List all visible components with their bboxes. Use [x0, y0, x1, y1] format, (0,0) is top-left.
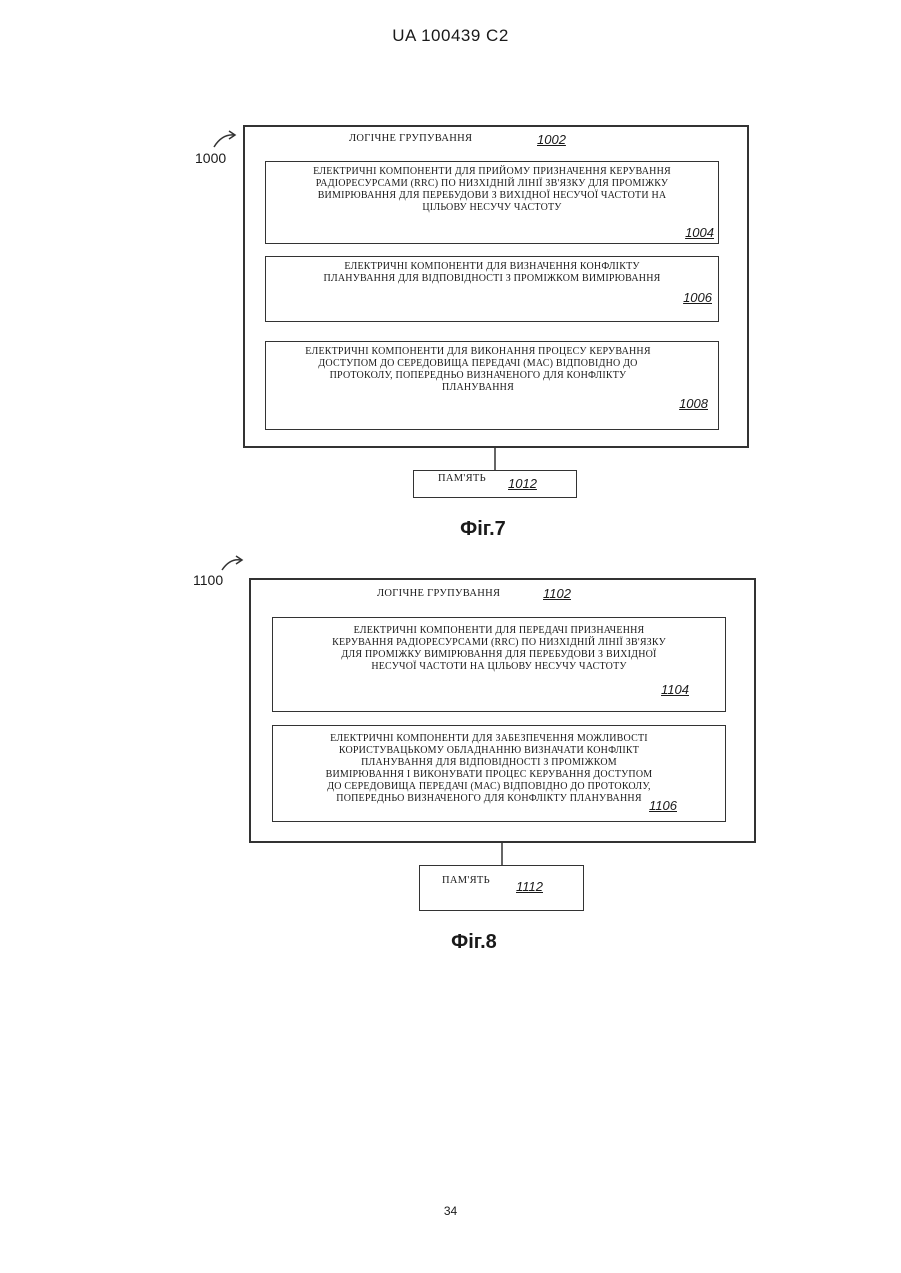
fig7-box-1006-text: ЕЛЕКТРИЧНІ КОМПОНЕНТИ ДЛЯ ВИЗНАЧЕННЯ КОН…: [270, 261, 714, 285]
fig7-box-1008-text: ЕЛЕКТРИЧНІ КОМПОНЕНТИ ДЛЯ ВИКОНАННЯ ПРОЦ…: [256, 346, 700, 394]
fig7-group-number: 1002: [537, 132, 566, 147]
fig8-box-1104-text: ЕЛЕКТРИЧНІ КОМПОНЕНТИ ДЛЯ ПЕРЕДАЧІ ПРИЗН…: [277, 625, 721, 673]
fig8-group-number: 1102: [543, 586, 571, 601]
fig7-group-title: ЛОГІЧНЕ ГРУПУВАННЯ: [349, 133, 472, 144]
fig7-box-1008-number: 1008: [679, 396, 708, 411]
fig7-ref-arrow: [214, 135, 234, 147]
fig7-box-1008: ЕЛЕКТРИЧНІ КОМПОНЕНТИ ДЛЯ ВИКОНАННЯ ПРОЦ…: [265, 341, 719, 430]
fig8-box-1106: ЕЛЕКТРИЧНІ КОМПОНЕНТИ ДЛЯ ЗАБЕЗПЕЧЕННЯ М…: [272, 725, 726, 822]
fig7-box-1004-number: 1004: [685, 225, 714, 240]
fig8-memory-label: ПАМ'ЯТЬ: [442, 875, 490, 886]
fig7-box-1004-text: ЕЛЕКТРИЧНІ КОМПОНЕНТИ ДЛЯ ПРИЙОМУ ПРИЗНА…: [270, 166, 714, 214]
fig7-memory-number: 1012: [508, 476, 537, 491]
fig7-box-1006-number: 1006: [683, 290, 712, 305]
fig8-memory-number: 1112: [516, 879, 543, 894]
fig7-box-1004: ЕЛЕКТРИЧНІ КОМПОНЕНТИ ДЛЯ ПРИЙОМУ ПРИЗНА…: [265, 161, 719, 244]
fig8-group-title: ЛОГІЧНЕ ГРУПУВАННЯ: [377, 588, 500, 599]
fig8-box-1104: ЕЛЕКТРИЧНІ КОМПОНЕНТИ ДЛЯ ПЕРЕДАЧІ ПРИЗН…: [272, 617, 726, 712]
page-number: 34: [0, 1204, 901, 1218]
fig8-memory-box: ПАМ'ЯТЬ 1112: [419, 865, 584, 911]
fig8-box-1106-text: ЕЛЕКТРИЧНІ КОМПОНЕНТИ ДЛЯ ЗАБЕЗПЕЧЕННЯ М…: [267, 733, 711, 805]
fig7-caption: Фіг.7: [383, 518, 583, 541]
fig7-memory-label: ПАМ'ЯТЬ: [438, 473, 486, 484]
fig8-ref-number: 1100: [193, 572, 223, 588]
fig7-box-1006: ЕЛЕКТРИЧНІ КОМПОНЕНТИ ДЛЯ ВИЗНАЧЕННЯ КОН…: [265, 256, 719, 322]
fig8-ref-arrow: [222, 560, 241, 570]
fig8-box-1104-number: 1104: [661, 682, 689, 697]
fig7-memory-box: ПАМ'ЯТЬ 1012: [413, 470, 577, 498]
fig8-caption: Фіг.8: [374, 931, 574, 954]
fig8-box-1106-number: 1106: [649, 798, 677, 813]
fig7-ref-number: 1000: [195, 150, 226, 166]
